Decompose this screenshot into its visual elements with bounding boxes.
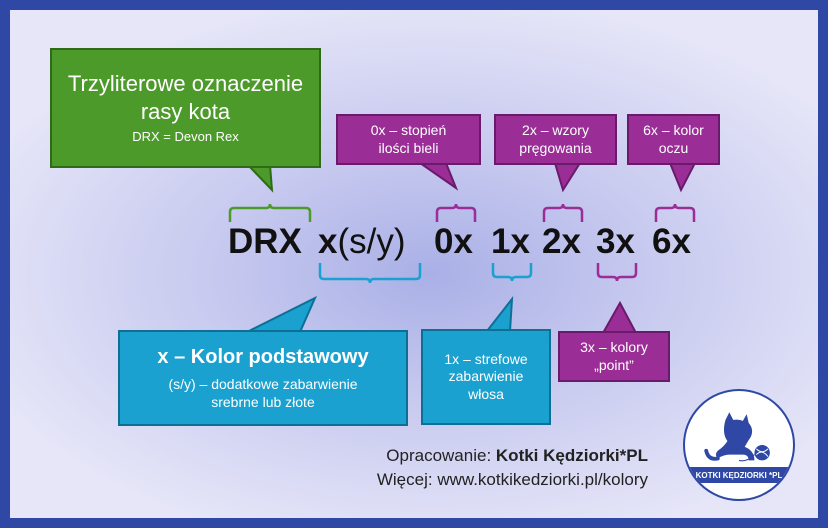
b0-bubble: 0x – stopień ilości bieli: [336, 114, 481, 165]
code-g1: 1x: [491, 222, 530, 261]
b2-line1: 2x – wzory: [522, 122, 589, 138]
breed-example: DRX = Devon Rex: [132, 129, 239, 145]
yarn-thread: [738, 454, 755, 462]
b6-bubble: 6x – kolor oczu: [627, 114, 720, 165]
b2-line2: pręgowania: [519, 139, 592, 156]
b3-bubble: 3x – kolory „point”: [558, 331, 670, 382]
b2-bubble: 2x – wzory pręgowania: [494, 114, 617, 165]
b1-bubble: 1x – strefowe zabarwienie włosa: [421, 329, 551, 425]
base-line1: (s/y) – dodatkowe zabarwienie: [168, 376, 358, 392]
base-line2: srebrne lub złote: [211, 393, 315, 410]
breed-bubble: Trzyliterowe oznaczenie rasy kota DRX = …: [50, 48, 321, 168]
credit-author: Kotki Kędziorki*PL: [495, 446, 648, 465]
b1-line2: zabarwienie: [448, 368, 524, 385]
logo: KOTKI KĘDZIORKI *PL: [683, 389, 795, 501]
b3-line1: 3x – kolory: [580, 339, 648, 355]
b6-line2: oczu: [658, 139, 689, 156]
cat-shape: [715, 412, 755, 461]
breed-title-line1: Trzyliterowe oznaczenie: [67, 71, 304, 97]
code-g6: 6x: [652, 222, 691, 261]
code-g2: 2x: [542, 222, 581, 261]
code-base-suffix: (s/y): [337, 222, 406, 261]
code-breed: DRX: [228, 222, 302, 261]
logo-banner: KOTKI KĘDZIORKI *PL: [685, 467, 793, 483]
b1-line3: włosa: [468, 385, 504, 402]
base-bubble: x – Kolor podstawowy (s/y) – dodatkowe z…: [118, 330, 408, 426]
cat-tail: [704, 448, 720, 461]
b0-line2: ilości bieli: [378, 139, 439, 156]
base-title: x – Kolor podstawowy: [157, 346, 369, 368]
code-base: x(s/y): [318, 222, 406, 262]
breed-title-line2: rasy kota: [140, 98, 231, 124]
code-g0: 0x: [434, 222, 473, 261]
yarn-lines: [756, 448, 769, 457]
b1-line1: 1x – strefowe: [444, 350, 528, 367]
credit-line: Opracowanie: Kotki Kędziorki*PL: [386, 446, 648, 466]
b0-line1: 0x – stopień: [370, 122, 447, 138]
b3-line2: „point”: [594, 356, 634, 373]
credit-label: Opracowanie:: [386, 446, 496, 465]
code-g3: 3x: [596, 222, 635, 261]
code-base-x: x: [318, 222, 338, 261]
cat-logo-icon: [704, 412, 770, 462]
b6-line1: 6x – kolor: [643, 122, 704, 138]
logo-text: KOTKI KĘDZIORKI *PL: [695, 470, 783, 480]
credit-more: Więcej: www.kotkikedziorki.pl/kolory: [376, 470, 648, 489]
